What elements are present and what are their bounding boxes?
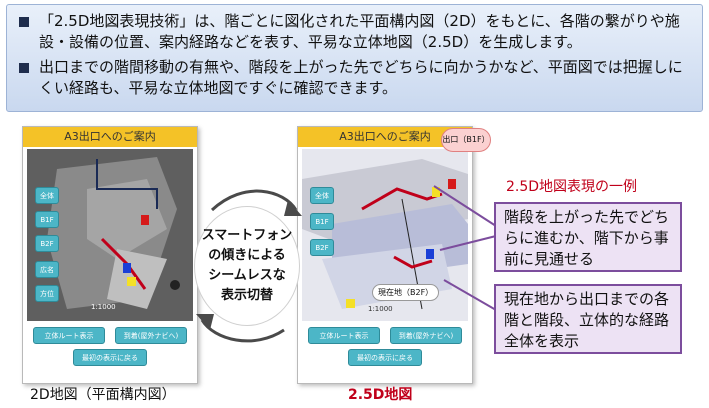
map-2d[interactable]: 全体 B1F B2F 広名 方位 1:1000 xyxy=(27,149,193,321)
center-line-3: シームレスな xyxy=(208,268,286,283)
center-line-1: スマートフォン xyxy=(201,228,293,243)
floor-btn-all[interactable]: 全体 xyxy=(310,187,334,204)
bullet-square-icon xyxy=(19,63,29,73)
intro-panel: 「2.5D地図表現技術」は、階ごとに図化された平面構内図（2D）をもとに、各階の… xyxy=(6,4,703,112)
bullet-square-icon xyxy=(19,17,29,27)
callout-route: 現在地から出口までの各階と階段、立体的な経路全体を表示 xyxy=(494,284,682,354)
map-25d[interactable]: 全体 B1F B2F 1:1000 xyxy=(302,149,468,321)
callout-stairs: 階段を上がった先でどちらに進むか、階下から事前に見通せる xyxy=(494,202,682,272)
floor-btn-direction[interactable]: 方位 xyxy=(35,285,59,302)
arrive-button[interactable]: 到着(屋外ナビへ) xyxy=(115,327,187,344)
phone-2d-header: A3出口へのご案内 xyxy=(23,127,197,147)
example-title: 2.5D地図表現の一例 xyxy=(506,179,638,195)
back-to-start-button[interactable]: 最初の表示に戻る xyxy=(73,349,147,366)
caption-2d: 2D地図（平面構内図） xyxy=(30,387,176,403)
floor-btn-all[interactable]: 全体 xyxy=(35,187,59,204)
floor-btn-b2f[interactable]: B2F xyxy=(310,239,334,256)
current-location-label: 現在地（B2F） xyxy=(372,284,440,301)
floor-btn-b1f[interactable]: B1F xyxy=(310,213,334,230)
floor-btn-b1f[interactable]: B1F xyxy=(35,211,59,228)
phone-25d: A3出口へのご案内 全体 B1F B2F 1:1000 立体ルート表示 到着(屋… xyxy=(297,126,473,384)
callout-pointers xyxy=(433,185,497,311)
scale-label: 1:1000 xyxy=(91,303,116,311)
back-to-start-button[interactable]: 最初の表示に戻る xyxy=(348,349,422,366)
phone-25d-header: A3出口へのご案内 xyxy=(298,127,472,147)
intro-text-1: 「2.5D地図表現技術」は、階ごとに図化された平面構内図（2D）をもとに、各階の… xyxy=(39,12,680,51)
floor-btn-b2f[interactable]: B2F xyxy=(35,235,59,252)
route-3d-button[interactable]: 立体ルート表示 xyxy=(308,327,380,344)
floor-btn-store[interactable]: 広名 xyxy=(35,261,59,278)
switch-description: スマートフォン の傾きによる シームレスな 表示切替 xyxy=(194,206,300,326)
arrive-button[interactable]: 到着(屋外ナビへ) xyxy=(390,327,462,344)
intro-bullet-2: 出口までの階間移動の有無や、階段を上がった先でどちらに向かうかなど、平面図では把… xyxy=(17,57,692,99)
caption-25d: 2.5D地図 xyxy=(348,387,413,403)
intro-bullet-1: 「2.5D地図表現技術」は、階ごとに図化された平面構内図（2D）をもとに、各階の… xyxy=(17,11,692,53)
intro-text-2: 出口までの階間移動の有無や、階段を上がった先でどちらに向かうかなど、平面図では把… xyxy=(39,58,683,97)
center-line-4: 表示切替 xyxy=(220,288,273,303)
center-line-2: の傾きによる xyxy=(208,248,286,263)
route-3d-button[interactable]: 立体ルート表示 xyxy=(33,327,105,344)
phone-2d: A3出口へのご案内 全体 B1F B2F 広名 方位 1:1000 立体ルート表… xyxy=(22,126,198,384)
switch-arrows-icon xyxy=(196,189,302,343)
exit-label: 出口（B1F） xyxy=(441,128,491,152)
map-25d-drawing xyxy=(302,149,468,321)
scale-label: 1:1000 xyxy=(368,305,393,313)
